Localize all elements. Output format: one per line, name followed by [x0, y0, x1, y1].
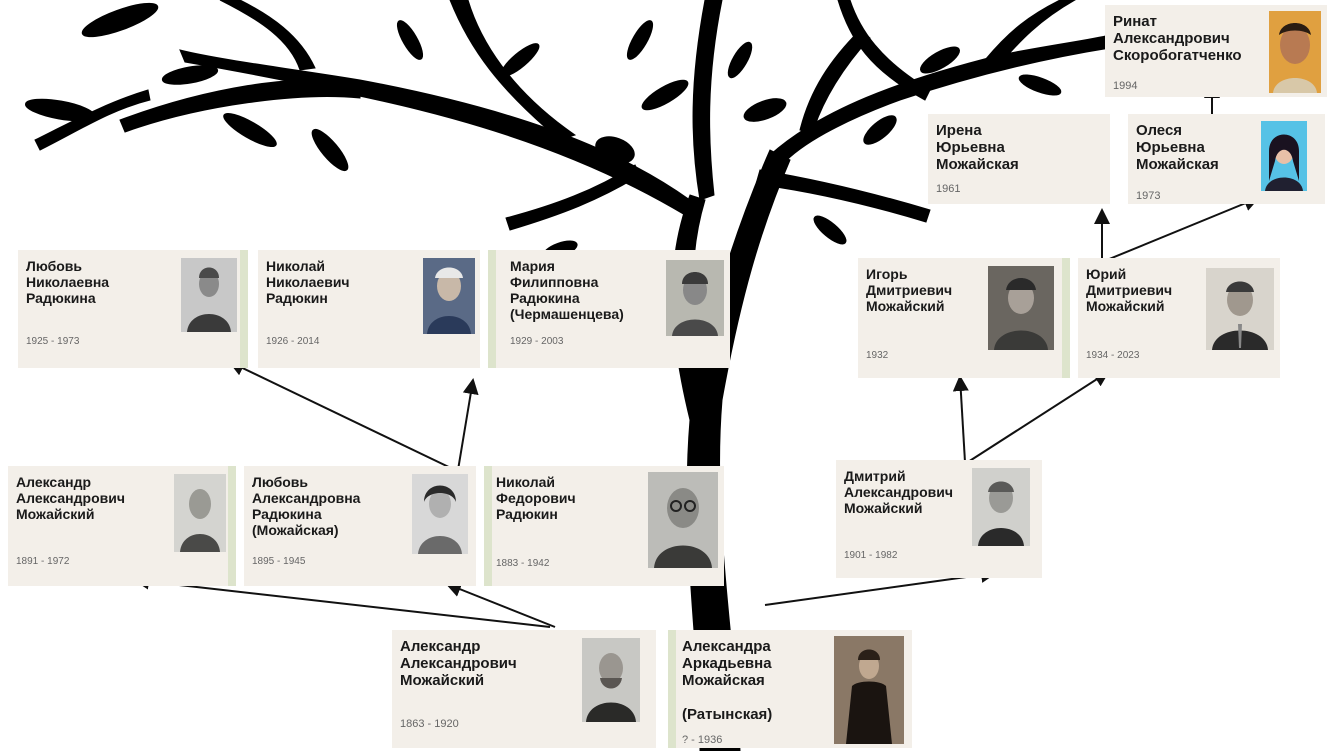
person-card-yuri[interactable]: Юрий Дмитриевич Можайский 1934 - 2023 — [1078, 258, 1280, 378]
person-card-alexander-1891[interactable]: Александр Александрович Можайский 1891 -… — [8, 466, 236, 586]
person-dates: 1929 - 2003 — [510, 336, 564, 347]
person-card-rinat[interactable]: Ринат Александрович Скоробогатченко 1994 — [1105, 5, 1327, 97]
person-name: Игорь Дмитриевич Можайский — [866, 266, 953, 314]
portrait-photo-icon — [423, 258, 475, 334]
portrait-photo-icon — [181, 258, 237, 332]
portrait-photo-icon — [412, 474, 468, 554]
person-name: Александра Аркадьевна Можайская (Ратынск… — [682, 638, 773, 723]
person-dates: 1895 - 1945 — [252, 556, 306, 567]
person-name: Ринат Александрович Скоробогатченко — [1113, 13, 1242, 64]
person-name: Мария Филипповна Радюкина (Чермашенцева) — [510, 258, 624, 322]
person-name: Любовь Николаевна Радюкина — [26, 258, 110, 306]
person-card-nikolai-f[interactable]: Николай Федорович Радюкин 1883 - 1942 — [484, 466, 724, 586]
portrait-photo-icon — [1261, 121, 1307, 191]
portrait-photo-icon — [648, 472, 718, 568]
person-dates: 1934 - 2023 — [1086, 350, 1140, 361]
person-name: Ирена Юрьевна Можайская — [936, 122, 1019, 173]
person-dates: 1932 — [866, 350, 889, 361]
person-dates: ? - 1936 — [682, 734, 723, 746]
person-dates: 1901 - 1982 — [844, 550, 898, 561]
person-name: Олеся Юрьевна Можайская — [1136, 122, 1219, 173]
person-card-lyubov-a[interactable]: Любовь Александровна Радюкина (Можайская… — [244, 466, 476, 586]
card-divider — [484, 466, 492, 586]
person-name: Юрий Дмитриевич Можайский — [1086, 266, 1173, 314]
portrait-photo-icon — [988, 266, 1054, 350]
portrait-photo-icon — [834, 636, 904, 744]
card-divider — [228, 466, 236, 586]
person-card-olesya[interactable]: Олеся Юрьевна Можайская 1973 — [1128, 114, 1325, 204]
person-card-dmitry[interactable]: Дмитрий Александрович Можайский 1901 - 1… — [836, 460, 1042, 578]
person-card-nikolai-n[interactable]: Николай Николаевич Радюкин 1926 - 2014 — [258, 250, 480, 368]
person-card-maria[interactable]: Мария Филипповна Радюкина (Чермашенцева)… — [488, 250, 730, 368]
person-dates: 1926 - 2014 — [266, 336, 320, 347]
card-divider — [488, 250, 496, 368]
portrait-photo-icon — [1206, 268, 1274, 350]
person-dates: 1891 - 1972 — [16, 556, 70, 567]
person-dates: 1994 — [1113, 80, 1138, 92]
person-card-alexander-1863[interactable]: Александр Александрович Можайский 1863 -… — [392, 630, 656, 748]
card-divider — [1062, 258, 1070, 378]
person-dates: 1883 - 1942 — [496, 558, 550, 569]
portrait-photo-icon — [1269, 11, 1321, 93]
person-card-irena[interactable]: Ирена Юрьевна Можайская 1961 — [928, 114, 1110, 204]
portrait-photo-icon — [666, 260, 724, 336]
card-divider — [668, 630, 676, 748]
person-name: Александр Александрович Можайский — [400, 638, 517, 689]
person-dates: 1961 — [936, 183, 961, 195]
person-dates: 1863 - 1920 — [400, 718, 459, 730]
person-name: Дмитрий Александрович Можайский — [844, 468, 953, 516]
person-name: Александр Александрович Можайский — [16, 474, 125, 522]
portrait-photo-icon — [582, 638, 640, 722]
portrait-photo-icon — [972, 468, 1030, 546]
person-card-alexandra[interactable]: Александра Аркадьевна Можайская (Ратынск… — [668, 630, 912, 748]
person-card-igor[interactable]: Игорь Дмитриевич Можайский 1932 — [858, 258, 1070, 378]
card-divider — [240, 250, 248, 368]
person-dates: 1973 — [1136, 190, 1161, 202]
portrait-photo-icon — [174, 474, 226, 552]
person-dates: 1925 - 1973 — [26, 336, 80, 347]
person-card-lyubov-n[interactable]: Любовь Николаевна Радюкина 1925 - 1973 — [18, 250, 248, 368]
person-name: Николай Федорович Радюкин — [496, 474, 576, 522]
person-name: Любовь Александровна Радюкина (Можайская… — [252, 474, 361, 538]
person-name: Николай Николаевич Радюкин — [266, 258, 350, 306]
